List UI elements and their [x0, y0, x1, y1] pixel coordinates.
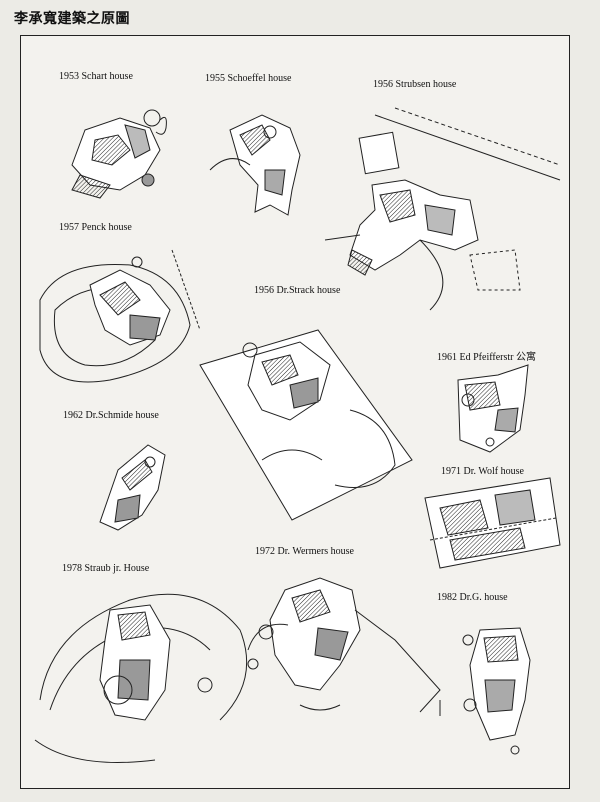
label-strack: 1956 Dr.Strack house	[254, 285, 341, 296]
label-schoeffel: 1955 Schoeffel house	[205, 73, 292, 84]
plan-strack	[199, 329, 413, 521]
label-straub: 1978 Straub jr. House	[62, 563, 150, 574]
label-strausen: 1956 Strubsen house	[373, 79, 457, 90]
plan-strausen	[324, 107, 561, 311]
plan-wolf	[424, 477, 561, 569]
plan-schoeffel	[209, 114, 301, 216]
plan-wermers	[247, 577, 441, 716]
label-drg: 1982 Dr.G. house	[437, 592, 508, 603]
plan-drg	[462, 627, 531, 755]
label-schart: 1953 Schart house	[59, 71, 133, 82]
plan-pfeiffer	[457, 364, 529, 453]
page-title: 李承寬建築之原圖	[14, 11, 130, 27]
label-pfeiffer: 1961 Ed Pfeifferstr 公寓	[437, 352, 536, 363]
plan-schart	[71, 109, 167, 199]
label-schmide: 1962 Dr.Schmide house	[63, 410, 159, 421]
plan-straub	[34, 593, 248, 763]
plan-penck	[39, 249, 201, 383]
label-wolf: 1971 Dr. Wolf house	[441, 466, 524, 477]
label-penck: 1957 Penck house	[59, 222, 132, 233]
plan-schmide	[99, 444, 166, 531]
label-wermers: 1972 Dr. Wermers house	[255, 546, 354, 557]
